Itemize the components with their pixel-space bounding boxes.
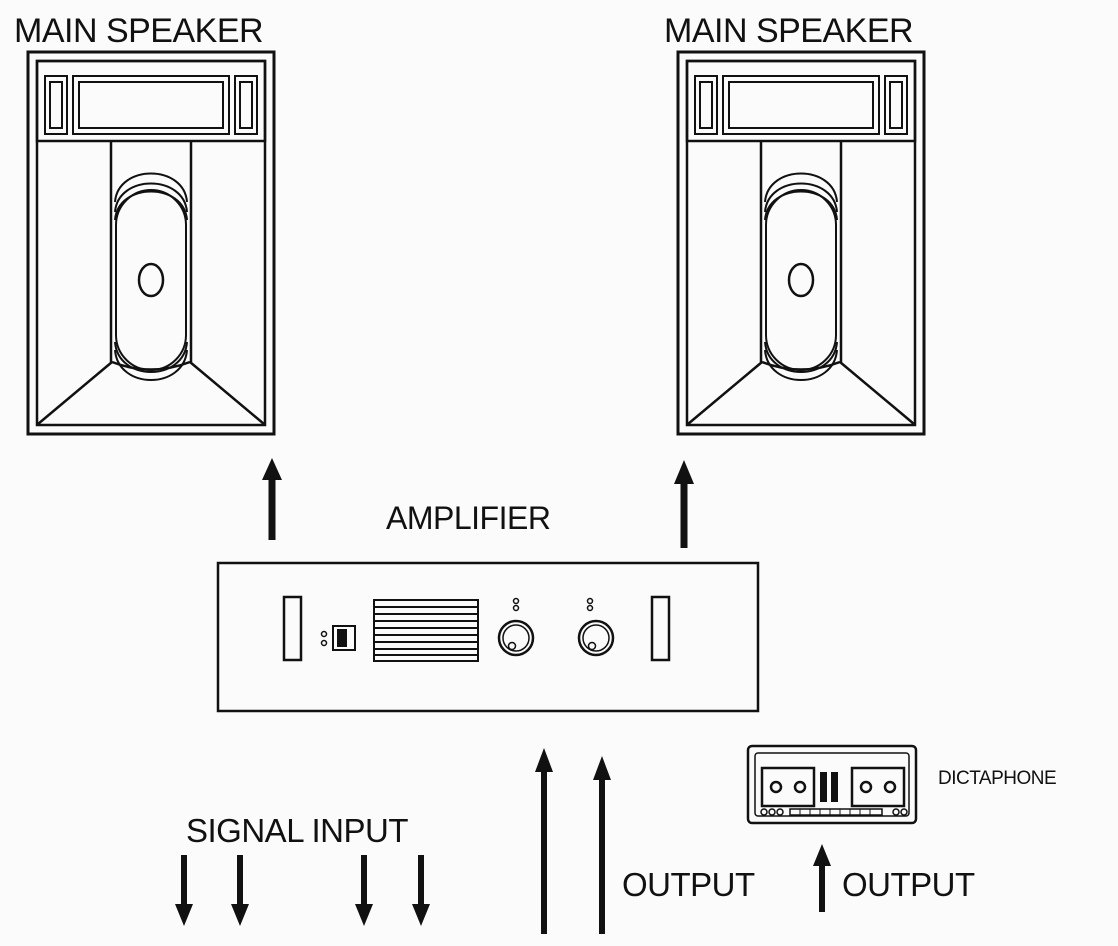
- signal-input-label: SIGNAL INPUT: [186, 812, 409, 849]
- main-speaker-right-label: MAIN SPEAKER: [664, 12, 914, 50]
- dictaphone-label: DICTAPHONE: [938, 768, 1057, 789]
- signal-input-arrows: [175, 855, 430, 926]
- main-speaker-right: [676, 50, 926, 436]
- amplifier: [216, 561, 760, 713]
- arrow-to-right-speaker: [674, 460, 694, 548]
- arrow-to-left-speaker: [262, 458, 282, 540]
- dictaphone: [746, 744, 918, 825]
- output-label-amplifier: OUTPUT: [622, 866, 755, 903]
- output-arrows-to-amplifier: [535, 748, 611, 934]
- main-speaker-left: [26, 50, 276, 436]
- output-label-dictaphone: OUTPUT: [842, 866, 975, 903]
- amplifier-label: AMPLIFIER: [386, 500, 551, 536]
- dictaphone-output-arrow: [813, 844, 831, 912]
- main-speaker-left-label: MAIN SPEAKER: [14, 12, 264, 50]
